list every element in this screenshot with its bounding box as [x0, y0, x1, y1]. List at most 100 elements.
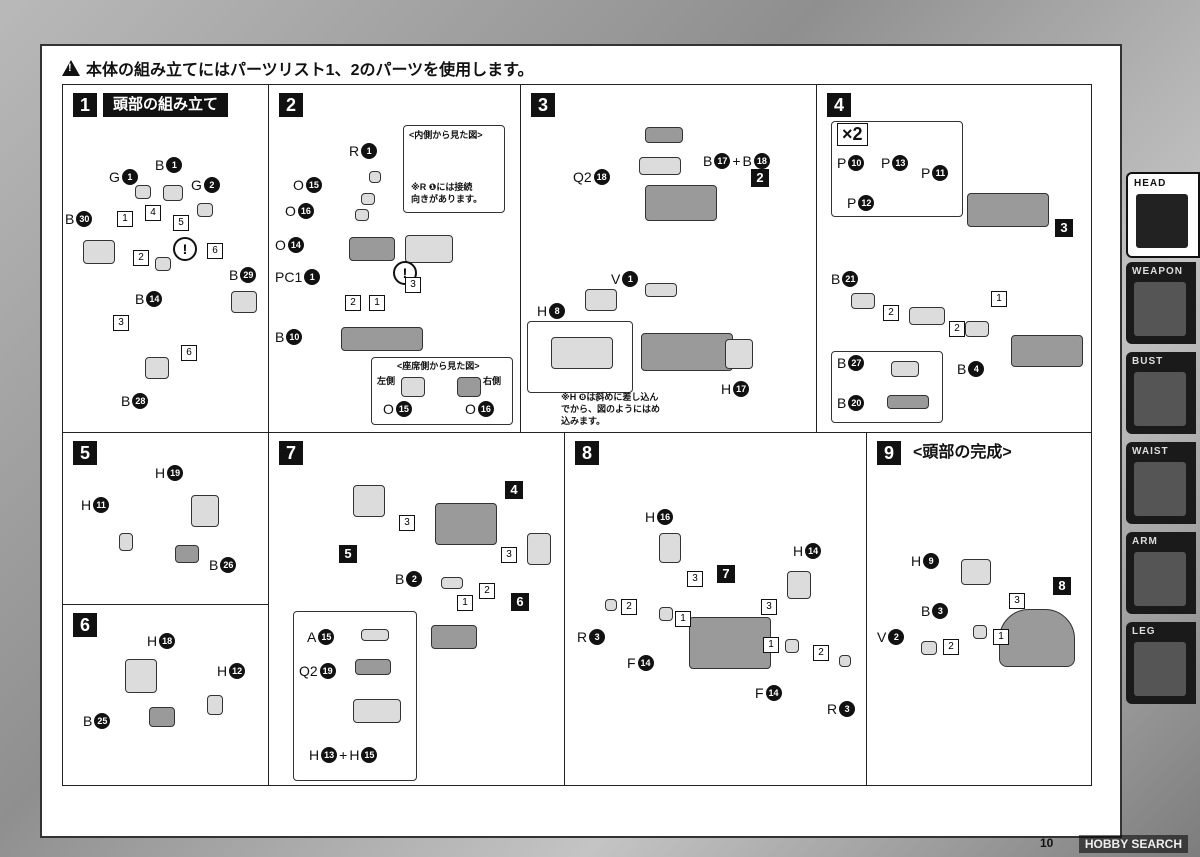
step-order-box: 1	[369, 295, 385, 311]
page-number: 10	[1040, 836, 1054, 850]
step-2-number: 2	[279, 93, 303, 117]
ref-5: 5	[339, 545, 357, 563]
part-number-badge: 1	[304, 269, 321, 285]
step-5-number: 5	[73, 441, 97, 465]
part-b30	[83, 240, 115, 264]
part-runner-letter: B	[837, 355, 847, 371]
ref-3: 3	[1055, 219, 1073, 237]
step-order-box: 1	[117, 211, 133, 227]
part-runner-letter: B	[83, 713, 93, 729]
instruction-sheet: 本体の組み立てにはパーツリスト1、2のパーツを使用します。 1 頭部の組み立て …	[40, 44, 1122, 838]
part-b26	[175, 545, 199, 563]
part-runner-letter: +	[732, 153, 741, 169]
assembly-3	[967, 193, 1049, 227]
step-order-box: 2	[621, 599, 637, 615]
angled-insert-note: ※H ❽は斜めに差し込ん でから、図のようにはめ 込みます。	[561, 392, 661, 426]
part-number-badge: 26	[220, 557, 237, 573]
part-b1	[163, 185, 183, 201]
tab-waist[interactable]: WAIST	[1126, 442, 1196, 524]
tab-arm[interactable]: ARM	[1126, 532, 1196, 614]
part-number-badge: 3	[932, 603, 949, 619]
tab-bust[interactable]: BUST	[1126, 352, 1196, 434]
part-runner-letter: ×2	[842, 124, 863, 144]
part-o15	[361, 193, 375, 205]
part-b28	[145, 357, 169, 379]
step-7-number: 7	[279, 441, 303, 465]
watermark: HOBBY SEARCH	[1078, 835, 1188, 853]
part-b17	[645, 127, 683, 143]
part-runner-letter: O	[293, 177, 304, 193]
part-runner-letter: B	[395, 571, 405, 587]
ref-8: 8	[1053, 577, 1071, 595]
weapon-thumbnail-icon	[1134, 282, 1186, 336]
part-runner-letter: P	[837, 155, 847, 171]
step-order-box: 3	[501, 547, 517, 563]
arm-thumbnail-icon	[1134, 552, 1186, 606]
inner-view-title: <内側から見た図>	[409, 130, 483, 140]
tab-weapon[interactable]: WEAPON	[1126, 262, 1196, 344]
left-side-label: 左側	[377, 376, 396, 386]
tab-leg[interactable]: LEG	[1126, 622, 1196, 704]
part-number-badge: 10	[286, 329, 303, 345]
part-h12	[207, 695, 223, 715]
part-runner-letter: V	[611, 271, 621, 287]
part-number-badge: 19	[167, 465, 184, 481]
part-h16	[659, 533, 681, 563]
part-q2-19	[355, 659, 391, 675]
part-number-badge: 21	[842, 271, 859, 287]
part-b3	[973, 625, 987, 639]
part-number-badge: 4	[968, 361, 985, 377]
part-number-badge: 18	[593, 169, 610, 185]
part-runner-letter: A	[307, 629, 317, 645]
step-order-box: 3	[687, 571, 703, 587]
sub-assembly-2	[645, 185, 717, 221]
step-order-box: 1	[993, 629, 1009, 645]
part-number-badge: 13	[892, 155, 909, 171]
part-runner-letter: B	[831, 271, 841, 287]
step-order-box: 2	[345, 295, 361, 311]
part-number-badge: 1	[121, 169, 138, 185]
part-runner-letter: V	[877, 629, 887, 645]
step-order-box: 1	[675, 611, 691, 627]
bust-thumbnail-icon	[1134, 372, 1186, 426]
part-runner-letter: G	[109, 169, 120, 185]
part-runner-letter: O	[275, 237, 286, 253]
part-number-badge: 10	[848, 155, 865, 171]
part-runner-letter: R	[349, 143, 360, 159]
part-number-badge: 3	[589, 629, 606, 645]
part-number-badge: 15	[361, 747, 378, 763]
part-runner-letter: H	[349, 747, 360, 763]
part-b29	[231, 291, 257, 313]
step-1-number: 1	[73, 93, 97, 117]
part-runner-letter: H	[155, 465, 166, 481]
part-g2	[197, 203, 213, 217]
step-9-title: <頭部の完成>	[913, 444, 1012, 461]
part-q2-18	[639, 157, 681, 175]
step-order-box: 4	[145, 205, 161, 221]
part-6-ref	[527, 533, 551, 565]
part-runner-letter: H	[217, 663, 228, 679]
part-b14	[155, 257, 171, 271]
part-r3-right	[839, 655, 851, 667]
part-number-badge: 14	[637, 655, 654, 671]
right-side-label: 右側	[483, 376, 502, 386]
part-f14-right	[785, 639, 799, 653]
tab-head[interactable]: HEAD	[1126, 172, 1200, 258]
part-runner-letter: P	[881, 155, 891, 171]
